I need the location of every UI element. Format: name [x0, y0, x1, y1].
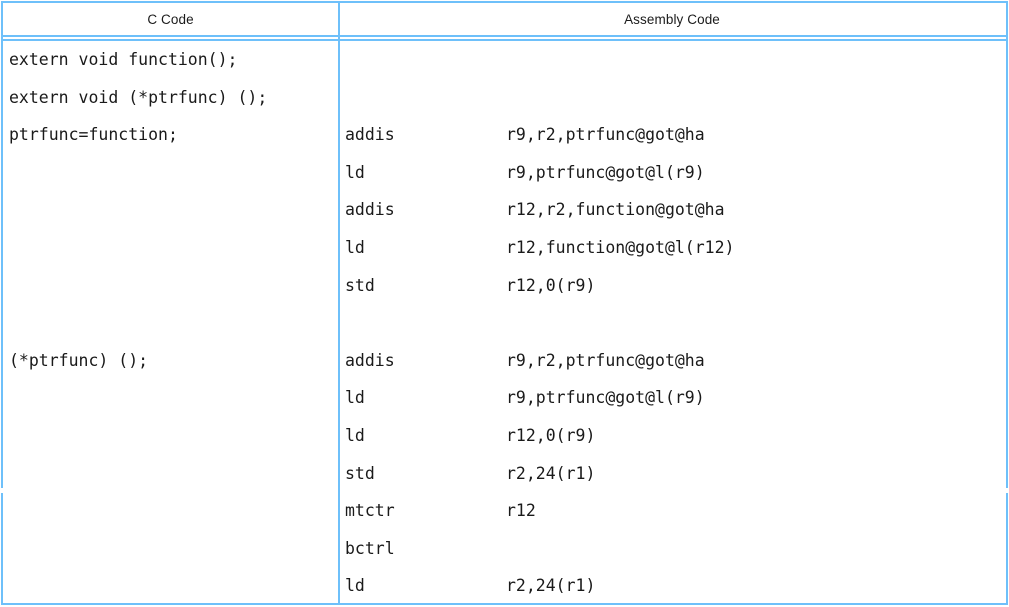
assembly-code-line: ld r9,ptrfunc@got@l(r9) [345, 379, 1006, 417]
assembly-operands: r12 [506, 501, 536, 521]
c-code-line [9, 379, 338, 417]
assembly-operands: r12,0(r9) [506, 425, 596, 445]
assembly-operands: r12,function@got@l(r12) [506, 237, 735, 257]
assembly-mnemonic: addis [345, 350, 395, 370]
c-code-line [9, 229, 338, 267]
assembly-mnemonic: std [345, 463, 375, 483]
c-code-line [9, 455, 338, 493]
assembly-code-line: addis r9,r2,ptrfunc@got@ha [345, 116, 1006, 154]
c-code-line [9, 567, 338, 605]
c-code-line: ptrfunc=function; [9, 125, 178, 145]
c-code-line [9, 154, 338, 192]
assembly-operands: r2,24(r1) [506, 576, 596, 596]
assembly-operands: r12,0(r9) [506, 275, 596, 295]
frame-notch-right [1006, 488, 1008, 493]
assembly-operands: r2,24(r1) [506, 463, 596, 483]
assembly-operands [506, 41, 516, 79]
assembly-mnemonic: ld [345, 237, 365, 257]
c-code-line [9, 267, 338, 305]
column-divider [338, 3, 340, 603]
c-code-line [9, 530, 338, 568]
assembly-operands: r12,r2,function@got@ha [506, 200, 725, 220]
c-code-line [9, 417, 338, 455]
c-code-column: extern void function(); extern void (*ptr… [3, 41, 338, 603]
assembly-code-line: std r12,0(r9) [345, 267, 1006, 305]
assembly-mnemonic: addis [345, 200, 395, 220]
assembly-operands: r9,r2,ptrfunc@got@ha [506, 350, 705, 370]
assembly-code-line: addis r12,r2,function@got@ha [345, 191, 1006, 229]
assembly-code-line [345, 79, 1006, 117]
column-header-c-code: C Code [147, 11, 194, 27]
assembly-code-line: mtctr r12 [345, 492, 1006, 530]
assembly-mnemonic [345, 79, 506, 117]
c-code-line: extern void (*ptrfunc) (); [9, 87, 268, 107]
table-header-row: C Code Assembly Code [3, 3, 1006, 35]
table-body: extern void function(); extern void (*ptr… [3, 41, 1006, 603]
assembly-mnemonic: bctrl [345, 538, 395, 558]
c-code-line [9, 304, 338, 342]
assembly-mnemonic: addis [345, 125, 395, 145]
assembly-code-line: ld r12,function@got@l(r12) [345, 229, 1006, 267]
assembly-mnemonic: ld [345, 162, 365, 182]
assembly-mnemonic [345, 41, 506, 79]
assembly-mnemonic: ld [345, 425, 365, 445]
c-code-line: extern void function(); [9, 50, 238, 69]
c-code-line: (*ptrfunc) (); [9, 350, 149, 370]
assembly-mnemonic: mtctr [345, 501, 395, 521]
assembly-operands: r9,r2,ptrfunc@got@ha [506, 125, 705, 145]
assembly-code-line [345, 304, 1006, 342]
assembly-mnemonic: ld [345, 576, 365, 596]
assembly-operands: r9,ptrfunc@got@l(r9) [506, 388, 705, 408]
assembly-code-line [345, 41, 1006, 79]
column-header-assembly-code: Assembly Code [624, 11, 720, 27]
frame-notch-left [1, 488, 3, 493]
c-code-line [9, 492, 338, 530]
assembly-code-line: ld r2,24(r1) [345, 567, 1006, 605]
assembly-operands [506, 79, 516, 117]
assembly-mnemonic [345, 304, 506, 342]
assembly-code-line: ld r12,0(r9) [345, 417, 1006, 455]
assembly-code-column: addis r9,r2,ptrfunc@got@ha ld r9,ptrfunc@go… [340, 41, 1006, 603]
assembly-operands: r9,ptrfunc@got@l(r9) [506, 162, 705, 182]
assembly-operands [506, 304, 516, 342]
assembly-operands [506, 530, 516, 568]
assembly-mnemonic: std [345, 275, 375, 295]
assembly-code-line: bctrl [345, 530, 1006, 568]
assembly-code-line: std r2,24(r1) [345, 455, 1006, 493]
assembly-mnemonic: ld [345, 388, 365, 408]
assembly-code-line: addis r9,r2,ptrfunc@got@ha [345, 342, 1006, 380]
assembly-code-line: ld r9,ptrfunc@got@l(r9) [345, 154, 1006, 192]
header-separator-rule [3, 35, 1006, 41]
c-code-line [9, 191, 338, 229]
